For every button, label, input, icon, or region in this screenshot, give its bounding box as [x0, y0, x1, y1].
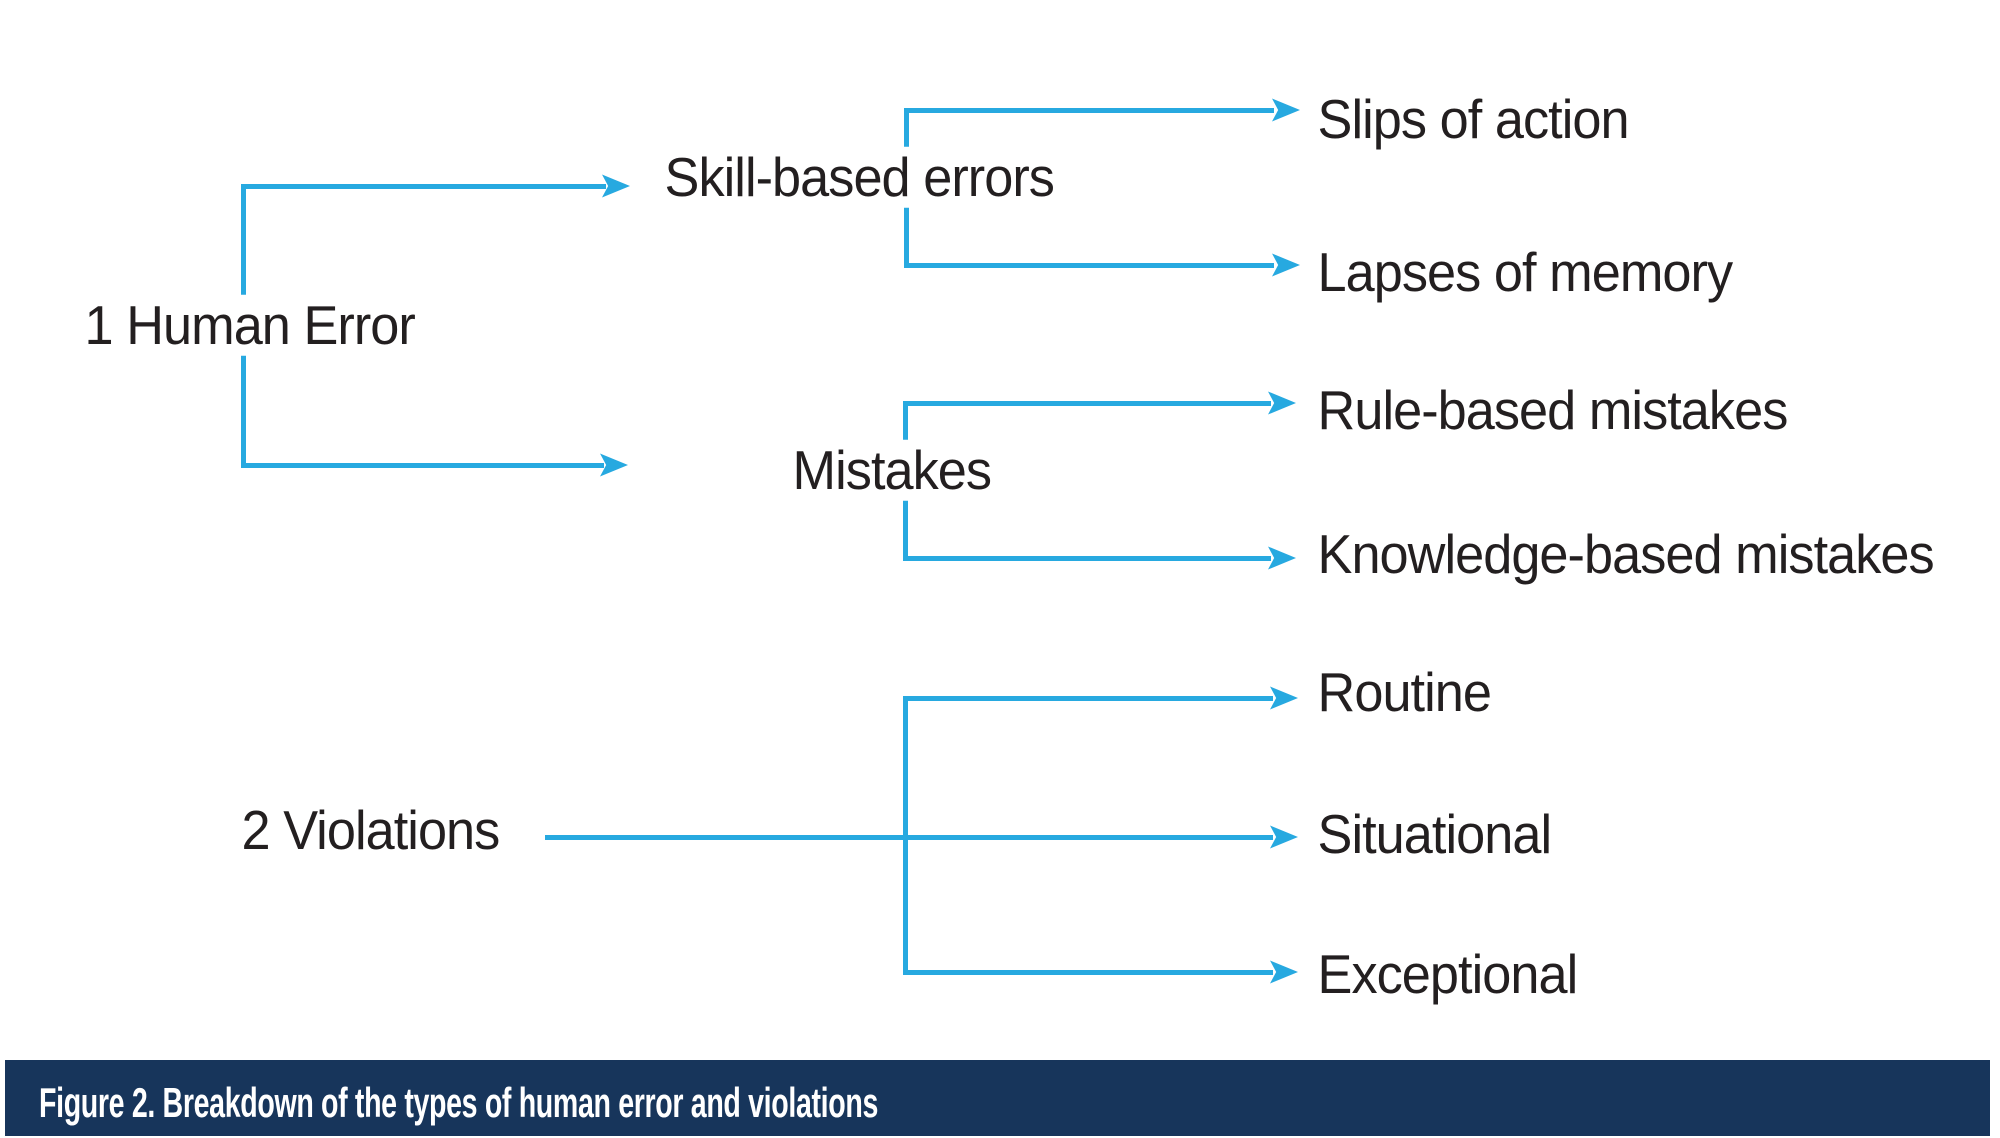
arrowhead-to-mistakes-icon — [600, 453, 628, 477]
connector-skill-to-slips — [904, 108, 1274, 113]
node-label-exceptional: Exceptional — [1309, 944, 1586, 1005]
arrowhead-to-routine-icon — [1270, 686, 1298, 710]
connector-skill-to-lapses — [904, 263, 1274, 268]
node-label-human-error: 1 Human Error — [76, 295, 424, 356]
connector-violations-to-routine — [903, 696, 1273, 701]
node-label-violations: 2 Violations — [233, 800, 508, 861]
arrowhead-to-situational-icon — [1270, 825, 1298, 849]
connector-violations-to-situational — [545, 835, 1273, 840]
connector-mistakes-to-rule — [903, 401, 1271, 406]
arrowhead-to-skill-based-errors-icon — [602, 174, 630, 198]
figure-caption-bar: Figure 2. Breakdown of the types of huma… — [5, 1060, 1990, 1136]
connector-human-error-to-mistakes — [241, 463, 604, 468]
node-label-skill-based-errors: Skill-based errors — [656, 147, 1063, 208]
connector-violations-to-exceptional — [903, 970, 1273, 975]
node-label-slips-of-action: Slips of action — [1309, 89, 1638, 150]
connector-human-error-to-skill — [241, 184, 606, 189]
node-label-mistakes: Mistakes — [784, 440, 1000, 501]
arrowhead-to-lapses-of-memory-icon — [1272, 253, 1300, 277]
arrowhead-to-knowledge-based-mistakes-icon — [1268, 546, 1296, 570]
arrowhead-to-exceptional-icon — [1270, 960, 1298, 984]
connector-mistakes-to-knowledge — [903, 556, 1271, 561]
node-label-lapses-of-memory: Lapses of memory — [1309, 242, 1741, 303]
node-label-situational: Situational — [1309, 804, 1560, 865]
arrowhead-to-slips-of-action-icon — [1272, 98, 1300, 122]
node-label-routine: Routine — [1309, 662, 1500, 723]
node-label-knowledge-based-mistakes: Knowledge-based mistakes — [1309, 524, 1943, 585]
figure-caption-text: Figure 2. Breakdown of the types of huma… — [39, 1079, 879, 1126]
node-label-rule-based-mistakes: Rule-based mistakes — [1309, 380, 1796, 441]
arrowhead-to-rule-based-mistakes-icon — [1268, 391, 1296, 415]
